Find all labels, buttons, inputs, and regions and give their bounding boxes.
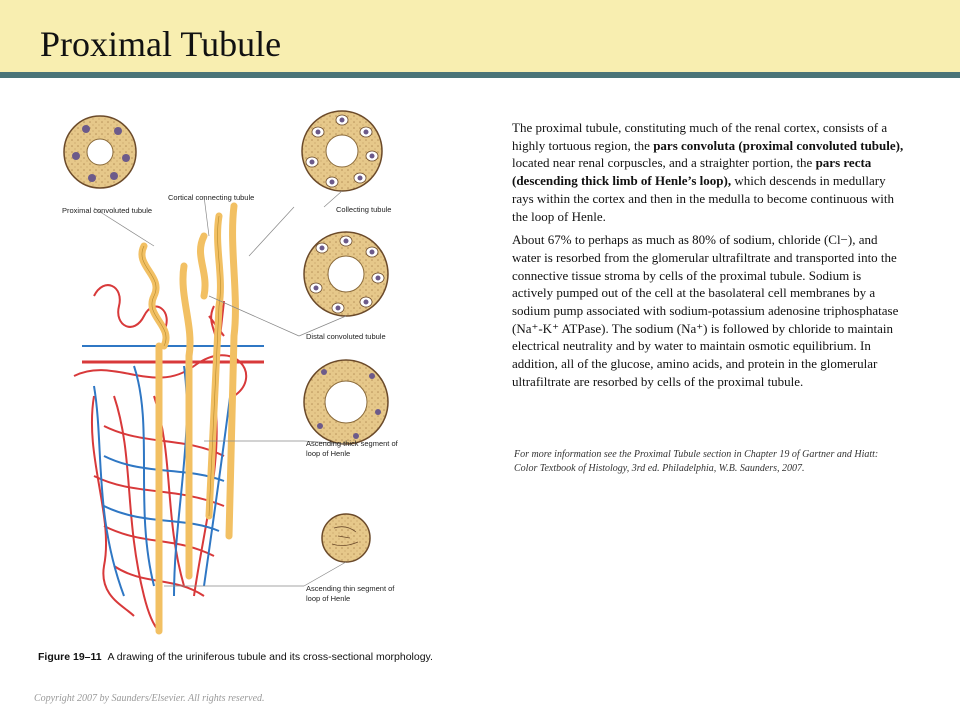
leader-lines	[93, 190, 347, 587]
label-distal-convoluted: Distal convoluted tubule	[306, 332, 386, 341]
paragraph-1-part-1: The proximal tubule, constituting much o…	[512, 120, 888, 153]
cross-section-thick-segment	[303, 359, 389, 445]
body-text: The proximal tubule, constituting much o…	[512, 119, 904, 397]
label-cortical-connecting: Cortical connecting tubule	[168, 193, 254, 202]
figure-caption: Figure 19–11 A drawing of the uriniferou…	[38, 651, 433, 663]
paragraph-1: The proximal tubule, constituting much o…	[512, 119, 904, 225]
tubules	[138, 202, 239, 635]
title-banner: Proximal Tubule	[0, 0, 960, 72]
cross-section-collecting	[301, 110, 383, 192]
copyright-notice: Copyright 2007 by Saunders/Elsevier. All…	[34, 693, 265, 704]
cross-section-proximal	[63, 115, 137, 189]
term-pars-convoluta: pars convoluta (proximal convoluted tubu…	[653, 137, 904, 153]
cross-section-thin-segment	[321, 513, 371, 563]
term-pars-recta: pars recta (descending thick limb of Hen…	[512, 155, 872, 189]
label-collecting-tubule: Collecting tubule	[336, 205, 391, 214]
paragraph-2: About 67% to perhaps as much as 80% of s…	[512, 232, 899, 389]
label-thin-segment-line1: Ascending thin segment of	[306, 584, 395, 593]
cross-section-distal	[303, 231, 389, 317]
tubule-outline	[141, 215, 221, 517]
label-thick-segment-line1: Ascending thick segment of	[306, 439, 399, 448]
label-thin-segment-line2: loop of Henle	[306, 594, 350, 603]
label-thick-segment-line2: loop of Henle	[306, 449, 350, 458]
header-divider	[0, 72, 960, 78]
paragraph-1-part-3: which descends in medullary rays within …	[512, 173, 894, 224]
paragraph-1-part-2: located near renal corpuscles, and a str…	[512, 155, 816, 171]
page-title: Proximal Tubule	[40, 24, 282, 64]
reference-note: For more information see the Proximal Tu…	[514, 449, 879, 474]
label-proximal-convoluted: Proximal convoluted tubule	[62, 206, 152, 215]
uriniferous-tubule-figure: Proximal convoluted tubule Cortical conn…	[62, 110, 399, 635]
caption-label: Figure 19–11	[38, 651, 102, 663]
caption-text: A drawing of the uriniferous tubule and …	[107, 651, 433, 663]
